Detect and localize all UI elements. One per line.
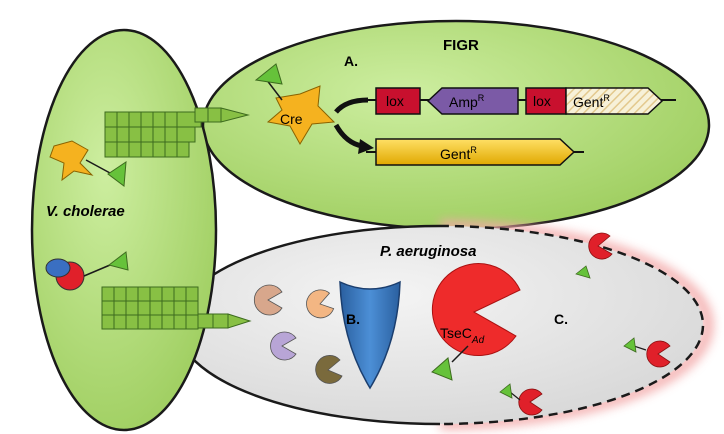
toxin-sub: Ad	[471, 335, 485, 346]
lox1-box	[375, 87, 421, 115]
svg-text:GentR: GentR	[440, 145, 477, 162]
vc-cell	[30, 28, 218, 432]
cre-star-icon	[49, 140, 111, 182]
gent-bottom-sup: R	[470, 145, 477, 155]
effector-blue-red-icon	[45, 258, 111, 291]
pacman-effector-icon	[253, 284, 283, 316]
gent-bottom-box	[375, 138, 576, 166]
amp-box	[426, 87, 519, 115]
cre-label: Cre	[280, 111, 303, 127]
lox2-label: lox	[533, 93, 551, 109]
svg-text:TseCAd: TseCAd	[440, 325, 485, 346]
triangle-tag-icon	[107, 251, 129, 271]
pacman-effector-icon	[623, 337, 671, 368]
pacman-effector-icon	[315, 355, 343, 384]
pacman-effector-icon	[575, 232, 613, 279]
gent-top-label: Gent	[573, 94, 603, 110]
pacman-effector-icon	[270, 331, 297, 361]
recombination-arrow	[333, 97, 374, 154]
vc-label: V. cholerae	[46, 203, 125, 220]
svg-text:AmpR: AmpR	[449, 93, 485, 110]
amp-label: Amp	[449, 94, 478, 110]
pacman-effector-icon	[499, 383, 543, 416]
panel-b-label: B.	[346, 311, 360, 327]
pacman-effector-icon	[431, 263, 521, 363]
pacman-effector-icon	[306, 289, 335, 319]
cre-star-icon: Cre	[265, 78, 336, 145]
figr-label: FIGR	[443, 37, 479, 54]
construct-bottom: GentR	[366, 138, 584, 166]
amp-sup: R	[478, 93, 485, 103]
triangle-tag-icon	[254, 63, 283, 85]
triangle-tag-icon	[107, 161, 127, 187]
lox1-label: lox	[386, 93, 404, 109]
pa-label: P. aeruginosa	[380, 243, 476, 260]
svg-text:GentR: GentR	[573, 93, 610, 110]
triangle-tag-icon	[431, 357, 453, 381]
construct-top: lox AmpR lox GentR	[368, 87, 676, 115]
gent-top-sup: R	[603, 93, 610, 103]
panel-a-label: A.	[344, 53, 358, 69]
lox2-box	[525, 87, 567, 115]
gent-box	[565, 87, 664, 115]
syringe-icon	[101, 286, 252, 330]
panel-c-label: C.	[554, 311, 568, 327]
syringe-icon	[104, 107, 250, 158]
gent-bottom-label: Gent	[440, 146, 470, 162]
shield-icon	[339, 280, 401, 390]
toxin-label: TseC	[440, 325, 472, 341]
